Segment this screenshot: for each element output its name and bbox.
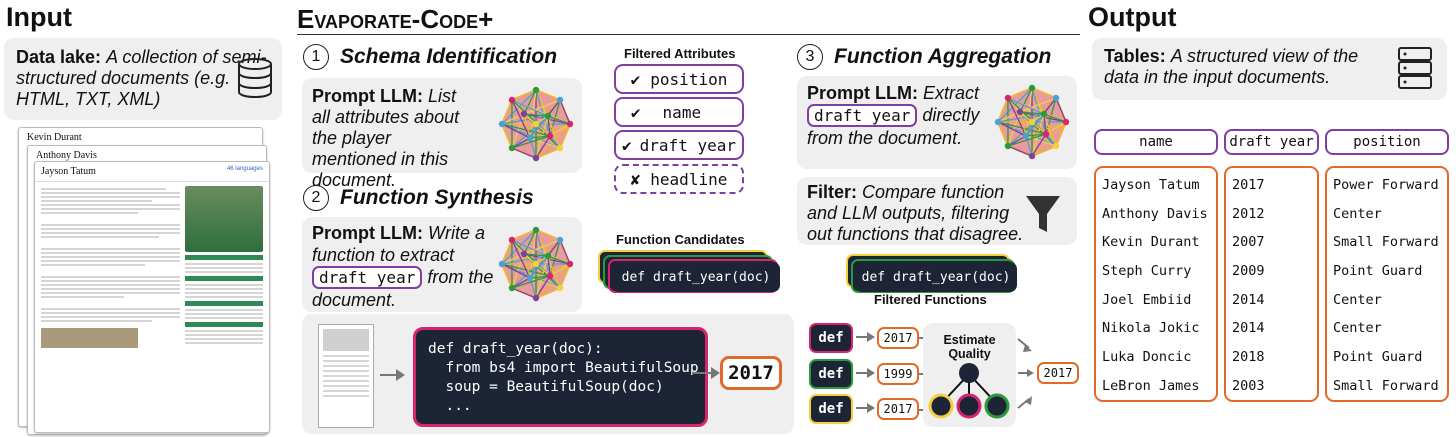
final-output: 2017	[1037, 362, 1079, 384]
step2-number: 2	[303, 185, 329, 211]
attr-position: ✔position	[614, 64, 744, 94]
step1-prompt: List all attributes about the player men…	[312, 86, 460, 190]
doc-title: Jayson Tatum	[41, 166, 96, 177]
tables-desc: A structured view of the data in the inp…	[1104, 46, 1359, 87]
filter-label: Filter:	[807, 182, 858, 202]
data-lake-box: Data lake: A collection of semi-structur…	[4, 38, 282, 120]
filter-box: Filter: Compare function and LLM outputs…	[797, 177, 1077, 245]
tables-label: Tables:	[1104, 46, 1166, 66]
arrow-icon	[1017, 338, 1034, 409]
table-cell: Point Guard	[1333, 349, 1423, 366]
attr-name: ✔name	[614, 97, 744, 127]
doc-languages: 46 languages	[226, 166, 263, 172]
arrow-icon	[380, 369, 405, 381]
doc-photo	[41, 328, 139, 348]
llm-icon	[994, 84, 1070, 160]
graph-icon	[928, 363, 1010, 419]
table-cell: 2007	[1232, 234, 1265, 251]
function-candidates-label: Function Candidates	[616, 232, 745, 247]
step2-prompt-post: from the document.	[312, 267, 494, 310]
prompt-label: Prompt LLM:	[312, 86, 423, 106]
def-candidate: def	[809, 323, 853, 353]
table-cell: Steph Curry	[1102, 263, 1192, 280]
database-icon	[238, 58, 272, 99]
step3-title: Function Aggregation	[834, 45, 1052, 68]
table-cell: Kevin Durant	[1102, 234, 1200, 251]
filtered-functions-label: Filtered Functions	[874, 292, 987, 307]
attr-draft-year: ✔draft year	[614, 130, 744, 160]
table-cell: Center	[1333, 320, 1382, 337]
filtered-function: def draft_year(doc)	[855, 262, 1017, 292]
table-cell: Center	[1333, 205, 1382, 222]
table-cell: Nikola Jokic	[1102, 320, 1200, 337]
table-cell: 2014	[1232, 291, 1265, 308]
tables-box: Tables: A structured view of the data in…	[1092, 38, 1447, 100]
middle-title: Evaporate-Code+	[297, 4, 494, 34]
table-cell: Jayson Tatum	[1102, 177, 1200, 193]
step2-prompt-pre: Write a function to extract	[312, 223, 486, 265]
doc-title: Anthony Davis	[36, 150, 97, 161]
step3-prompt-pre: Extract	[923, 83, 980, 103]
step1-title: Schema Identification	[340, 45, 558, 68]
table-cell: 2018	[1232, 349, 1265, 366]
arrow-icon	[856, 332, 875, 342]
column-header-position: position	[1325, 129, 1449, 155]
player-photo	[185, 186, 263, 252]
estimate-quality-label: Estimate Quality	[943, 333, 996, 361]
database-icon	[1398, 47, 1432, 89]
table-cell: LeBron James	[1102, 377, 1200, 394]
filter-icon	[1026, 196, 1060, 232]
def-output: 1999	[877, 363, 919, 385]
arrow-icon	[856, 368, 875, 378]
step2-title: Function Synthesis	[340, 186, 534, 209]
doc-title: Kevin Durant	[27, 132, 82, 143]
def-candidate: def	[809, 359, 853, 389]
function-candidate: def draft_year(doc)	[612, 262, 780, 292]
arrow-icon	[692, 367, 720, 379]
table-cell: Anthony Davis	[1102, 205, 1208, 222]
attr-headline: ✘headline	[614, 164, 744, 194]
table-cell: 2017	[1232, 177, 1265, 193]
data-lake-label: Data lake:	[16, 47, 102, 67]
code-result: 2017	[720, 356, 782, 390]
table-cell: Power Forward	[1333, 177, 1439, 193]
table-cell: Center	[1333, 291, 1382, 308]
def-candidate: def	[809, 394, 853, 424]
table-cell: Small Forward	[1333, 234, 1439, 251]
table-cell: 2009	[1232, 263, 1265, 280]
prompt-label: Prompt LLM:	[807, 83, 918, 103]
def-output: 2017	[877, 398, 919, 420]
filtered-attributes-label: Filtered Attributes	[624, 46, 736, 61]
table-cell: 2003	[1232, 377, 1265, 394]
step3-number: 3	[797, 44, 823, 70]
table-cell: 2012	[1232, 205, 1265, 222]
table-cell: 2014	[1232, 320, 1265, 337]
document-jayson-tatum: Jayson Tatum 46 languages	[34, 161, 270, 433]
filter-desc: Compare function and LLM outputs, filter…	[807, 182, 1024, 244]
doc-thumbnail	[318, 324, 374, 428]
table-cell: Joel Embiid	[1102, 291, 1192, 308]
column-header-draft-year: draft year	[1224, 129, 1319, 155]
table-cell: Small Forward	[1333, 377, 1439, 394]
table-cell: Point Guard	[1333, 263, 1423, 280]
arrow-icon	[856, 403, 875, 413]
draft-year-code: draft year	[312, 266, 423, 289]
prompt-label: Prompt LLM:	[312, 223, 423, 243]
def-output: 2017	[877, 327, 919, 349]
step1-number: 1	[303, 44, 329, 70]
code-block: def draft_year(doc): from bs4 import Bea…	[413, 327, 708, 427]
output-title: Output	[1088, 2, 1177, 32]
table-cell: Luka Doncic	[1102, 349, 1192, 366]
data-lake-desc: A collection of semi-structured document…	[16, 47, 267, 109]
llm-icon	[498, 226, 574, 302]
llm-icon	[498, 86, 574, 162]
input-title: Input	[6, 2, 72, 32]
column-draft-year: 2017 2012 2007 2009 2014 2014 2018 2003	[1224, 166, 1319, 402]
draft-year-code: draft year	[807, 104, 918, 127]
step3-prompt-post: directly from the document.	[807, 105, 980, 148]
column-header-name: name	[1094, 129, 1218, 155]
